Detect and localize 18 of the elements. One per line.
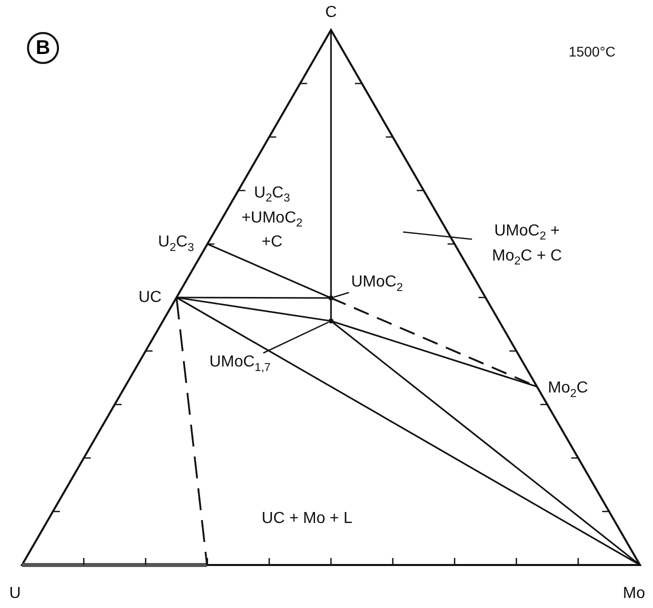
phase-label: UMoC$_{2}$ + Mo$_{2}$C + C: [472, 220, 582, 270]
phase-label: UMoC$_{2}$: [351, 272, 403, 296]
leader-line: [402, 231, 472, 240]
phase-label: UC: [138, 288, 162, 308]
phase-label: UC + Mo + L: [262, 509, 352, 530]
phase-label: C: [325, 3, 337, 24]
phase-point: [328, 318, 334, 324]
phase-label: U: [9, 584, 21, 604]
panel-label: B: [27, 32, 59, 64]
phase-point: [328, 296, 334, 300]
phase-label: UMoC$_{1,7}$: [209, 352, 271, 376]
phase-label: Mo$_{2}$C: [548, 378, 588, 402]
phase-label: 1500°C: [568, 42, 616, 62]
phase-label: Mo: [622, 584, 646, 604]
phase-label: U$_{2}$C$_{3}$: [158, 232, 194, 256]
leader-line: [263, 322, 329, 354]
leader-line: [333, 292, 350, 298]
phase-region-label: U$_{2}$C$_{3}$ +UMoC$_{2}$ +C: [240, 183, 304, 253]
